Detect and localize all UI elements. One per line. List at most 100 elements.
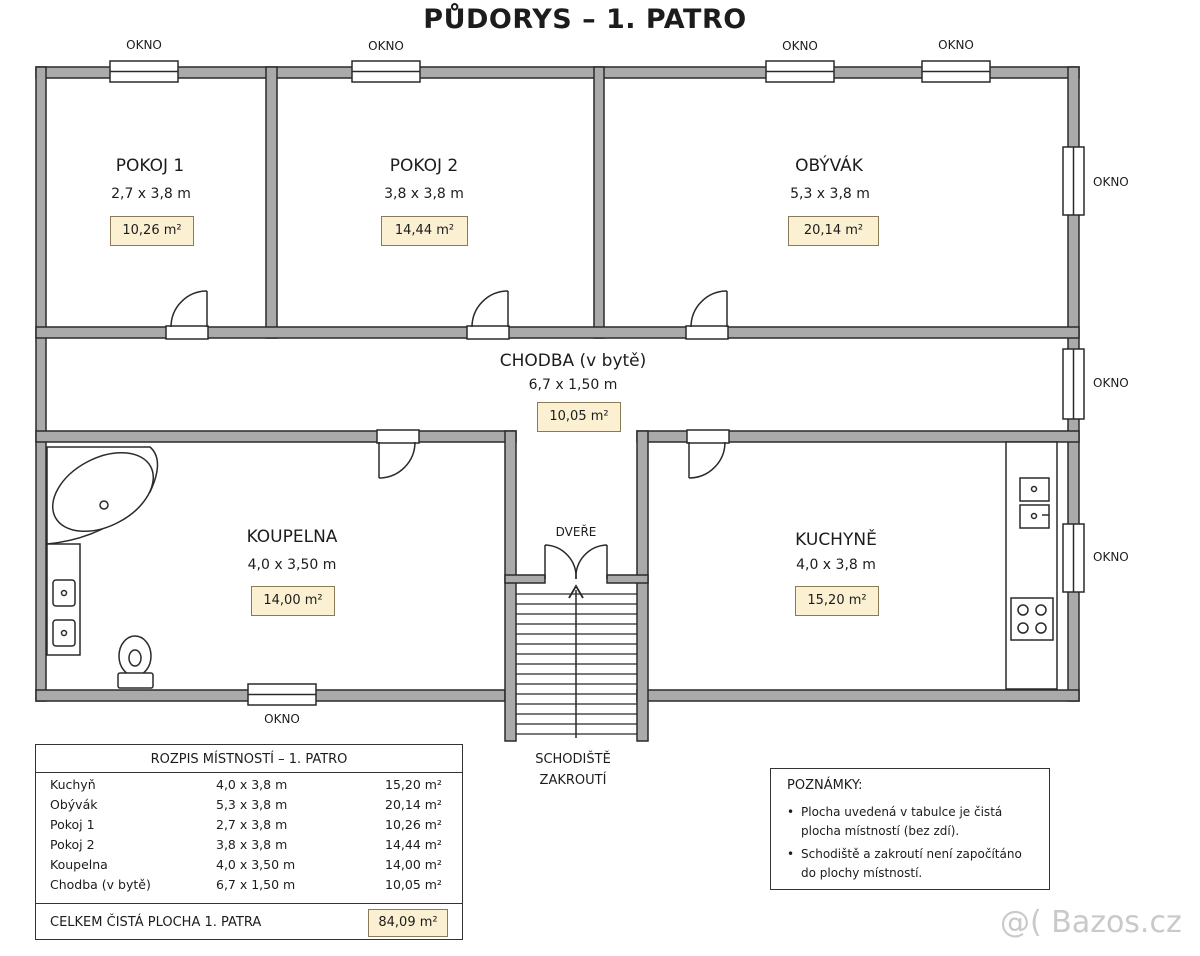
table-row: Pokoj 2 3,8 x 3,8 m 14,44 m² <box>36 837 462 857</box>
room-area-pokoj1: 10,26 m² <box>110 216 194 246</box>
room-dims-pokoj1: 2,7 x 3,8 m <box>111 186 191 202</box>
table-row: Obývák 5,3 x 3,8 m 20,14 m² <box>36 797 462 817</box>
note-text: Plocha uvedená v tabulce je čistá plocha… <box>801 805 1003 838</box>
table-cell-name: Koupelna <box>50 857 108 872</box>
note-item: • Plocha uvedená v tabulce je čistá ploc… <box>787 803 1037 841</box>
table-cell-area: 15,20 m² <box>385 777 442 792</box>
table-cell-name: Chodba (v bytě) <box>50 877 151 892</box>
table-cell-dims: 6,7 x 1,50 m <box>216 877 296 892</box>
summary-total-label: CELKEM ČISTÁ PLOCHA 1. PATRA <box>50 915 262 930</box>
window-label-pokoj2: OKNO <box>368 39 404 53</box>
bullet-icon: • <box>787 847 795 861</box>
entrance-door-label: DVEŘE <box>555 525 597 539</box>
door-kuchyne <box>686 429 730 479</box>
bathroom-sinks-icon <box>46 543 81 656</box>
window-obyvak-side <box>1062 146 1085 216</box>
plan-title: PŮDORYS – 1. PATRO <box>423 4 747 35</box>
notes-title: POZNÁMKY: <box>787 778 863 793</box>
room-name-pokoj2: POKOJ 2 <box>389 156 459 176</box>
window-pokoj2 <box>351 60 421 83</box>
table-cell-dims: 3,8 x 3,8 m <box>216 837 288 852</box>
window-obyvak-2 <box>921 60 991 83</box>
wall-stair-right <box>636 430 649 742</box>
window-kuchyne <box>1062 523 1085 593</box>
table-cell-area: 14,44 m² <box>385 837 442 852</box>
table-cell-area: 14,00 m² <box>385 857 442 872</box>
wall-stair-top-right <box>606 574 649 584</box>
door-obyvak <box>685 290 729 340</box>
watermark-logo: @( Bazos.cz <box>1000 905 1182 940</box>
wall-corridor-koupelna <box>35 430 517 443</box>
window-label-koupelna: OKNO <box>264 712 300 726</box>
outer-wall-left <box>35 66 47 702</box>
window-label-kuchyne: OKNO <box>1093 550 1129 564</box>
summary-table: ROZPIS MÍSTNOSTÍ – 1. PATRO Kuchyň 4,0 x… <box>35 744 463 940</box>
room-name-pokoj1: POKOJ 1 <box>115 156 185 176</box>
summary-table-total-divider <box>36 903 462 904</box>
outer-wall-bottom-right <box>636 689 1080 702</box>
table-row: Koupelna 4,0 x 3,50 m 14,00 m² <box>36 857 462 877</box>
wall-stair-top-left <box>504 574 546 584</box>
summary-total-value: 84,09 m² <box>368 909 448 937</box>
room-name-kuchyne: KUCHYNĚ <box>795 530 877 550</box>
table-cell-dims: 4,0 x 3,50 m <box>216 857 296 872</box>
stairs-label-line2: ZAKROUTÍ <box>539 773 607 788</box>
room-area-chodba: 10,05 m² <box>537 402 621 432</box>
table-row: Kuchyň 4,0 x 3,8 m 15,20 m² <box>36 777 462 797</box>
door-koupelna <box>376 429 420 479</box>
room-area-koupelna: 14,00 m² <box>251 586 335 616</box>
window-label-pokoj1: OKNO <box>126 38 162 52</box>
room-dims-obyvak: 5,3 x 3,8 m <box>790 186 870 202</box>
room-dims-chodba: 6,7 x 1,50 m <box>528 377 618 393</box>
room-name-obyvak: OBÝVÁK <box>795 156 863 176</box>
window-chodba <box>1062 348 1085 420</box>
wall-stair-left <box>504 430 517 742</box>
door-pokoj2 <box>466 290 510 340</box>
stairs-arrow-head <box>568 584 584 599</box>
note-item: • Schodiště a zakroutí není započítáno d… <box>787 845 1037 883</box>
window-label-obyvak-1: OKNO <box>782 39 818 53</box>
room-name-koupelna: KOUPELNA <box>246 527 338 547</box>
table-cell-dims: 4,0 x 3,8 m <box>216 777 288 792</box>
bathtub-icon <box>46 446 159 545</box>
wall-top-rooms-corridor <box>35 326 1080 339</box>
table-row: Chodba (v bytě) 6,7 x 1,50 m 10,05 m² <box>36 877 462 897</box>
room-name-chodba: CHODBA (v bytě) <box>499 351 647 371</box>
table-cell-area: 10,26 m² <box>385 817 442 832</box>
room-dims-kuchyne: 4,0 x 3,8 m <box>796 557 876 573</box>
window-obyvak-1 <box>765 60 835 83</box>
table-cell-area: 20,14 m² <box>385 797 442 812</box>
toilet-icon <box>117 635 154 689</box>
room-area-pokoj2: 14,44 m² <box>381 216 468 246</box>
room-dims-koupelna: 4,0 x 3,50 m <box>247 557 337 573</box>
wall-pokoj1-pokoj2 <box>265 66 278 339</box>
table-cell-dims: 2,7 x 3,8 m <box>216 817 288 832</box>
stairs <box>516 584 637 738</box>
table-cell-name: Kuchyň <box>50 777 96 792</box>
note-text: Schodiště a zakroutí není započítáno do … <box>801 847 1022 880</box>
table-cell-name: Obývák <box>50 797 98 812</box>
window-label-obyvak-2: OKNO <box>938 38 974 52</box>
stairs-label-line1: SCHODIŠTĚ <box>535 752 611 767</box>
kitchen-counter-icon <box>1005 441 1058 690</box>
table-cell-dims: 5,3 x 3,8 m <box>216 797 288 812</box>
table-cell-area: 10,05 m² <box>385 877 442 892</box>
room-area-kuchyne: 15,20 m² <box>795 586 879 616</box>
door-entrance <box>544 544 608 580</box>
table-cell-name: Pokoj 2 <box>50 837 95 852</box>
summary-table-header-divider <box>36 772 462 773</box>
table-row: Pokoj 1 2,7 x 3,8 m 10,26 m² <box>36 817 462 837</box>
window-koupelna <box>247 683 317 706</box>
notes-box: POZNÁMKY: • Plocha uvedená v tabulce je … <box>770 768 1050 890</box>
table-cell-name: Pokoj 1 <box>50 817 95 832</box>
door-pokoj1 <box>165 290 209 340</box>
window-label-obyvak-side: OKNO <box>1093 175 1129 189</box>
bullet-icon: • <box>787 805 795 819</box>
window-pokoj1 <box>109 60 179 83</box>
window-label-chodba: OKNO <box>1093 376 1129 390</box>
wall-pokoj2-obyvak <box>593 66 605 339</box>
stove-icon <box>1010 597 1054 641</box>
room-dims-pokoj2: 3,8 x 3,8 m <box>384 186 464 202</box>
room-area-obyvak: 20,14 m² <box>788 216 879 246</box>
